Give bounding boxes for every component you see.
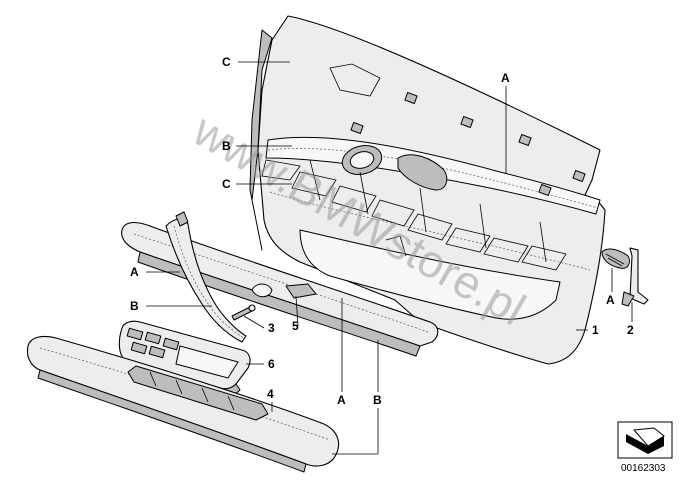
door-panel-clip-1 — [404, 92, 418, 104]
lower-armrest — [26, 335, 340, 473]
callout-6: 6 — [268, 357, 275, 371]
callout-a-top: A — [501, 71, 510, 85]
armrest-strip-stitching — [133, 233, 429, 333]
lower-armrest-frame-ribs — [149, 371, 235, 411]
pull-handle-stitching — [173, 225, 245, 339]
callout-a-right: A — [606, 293, 615, 307]
callout-a-left: A — [130, 265, 139, 279]
door-panel-speaker-inner — [349, 151, 375, 169]
door-trim-panel — [249, 15, 606, 365]
door-panel-clip-6 — [572, 170, 586, 182]
bracket-assembly — [601, 247, 649, 307]
callout-b-left: B — [130, 299, 139, 313]
callout-1: 1 — [592, 323, 599, 337]
callout-4: 4 — [267, 387, 274, 401]
callout-b-bottom: B — [373, 393, 382, 407]
switch-panel-grip-cavity — [175, 345, 239, 379]
clip-pin — [231, 304, 256, 321]
armrest-strip-underside — [137, 251, 421, 357]
callout-c-top: C — [222, 55, 231, 69]
callout-a-bottom: A — [337, 393, 346, 407]
callout-2: 2 — [627, 323, 634, 337]
felt-pad-texture — [605, 253, 625, 267]
door-panel-pocket-edge — [385, 235, 407, 257]
pull-handle — [165, 211, 247, 343]
door-panel-top-recess — [329, 63, 381, 97]
lower-armrest-underside — [37, 369, 307, 473]
door-panel-rib-grid — [261, 159, 567, 271]
callout-5: 5 — [292, 319, 299, 333]
clip-pin-head — [248, 304, 256, 312]
armrest-strip-window — [285, 283, 317, 299]
pull-handle-body — [165, 218, 247, 343]
door-panel-map-pocket — [299, 229, 561, 320]
pull-handle-tab — [175, 211, 189, 227]
door-panel-stitching-lower — [269, 191, 591, 271]
lower-armrest-stitching — [39, 347, 331, 441]
door-panel-clip-5 — [538, 184, 552, 196]
mounting-bracket — [629, 247, 649, 305]
leader-lines — [146, 61, 633, 455]
door-panel-back-edge — [249, 29, 273, 251]
door-panel-handle-pocket — [397, 154, 448, 191]
door-panel-clip-4 — [350, 122, 364, 134]
lower-armrest-mounting-frame — [127, 365, 269, 421]
bracket-foot — [621, 291, 635, 307]
callout-b-mid: B — [222, 139, 231, 153]
door-panel-clip-3 — [518, 134, 532, 146]
armrest-strip-notch — [251, 283, 273, 298]
image-code: 00162303 — [621, 463, 666, 474]
felt-pad — [601, 248, 631, 269]
armrest-trim-strip — [121, 221, 439, 357]
callout-c-mid: C — [222, 177, 231, 191]
callout-3: 3 — [268, 321, 275, 335]
switch-buttons — [126, 327, 180, 359]
door-panel-clip-2 — [460, 116, 474, 128]
orientation-icon — [617, 421, 673, 459]
